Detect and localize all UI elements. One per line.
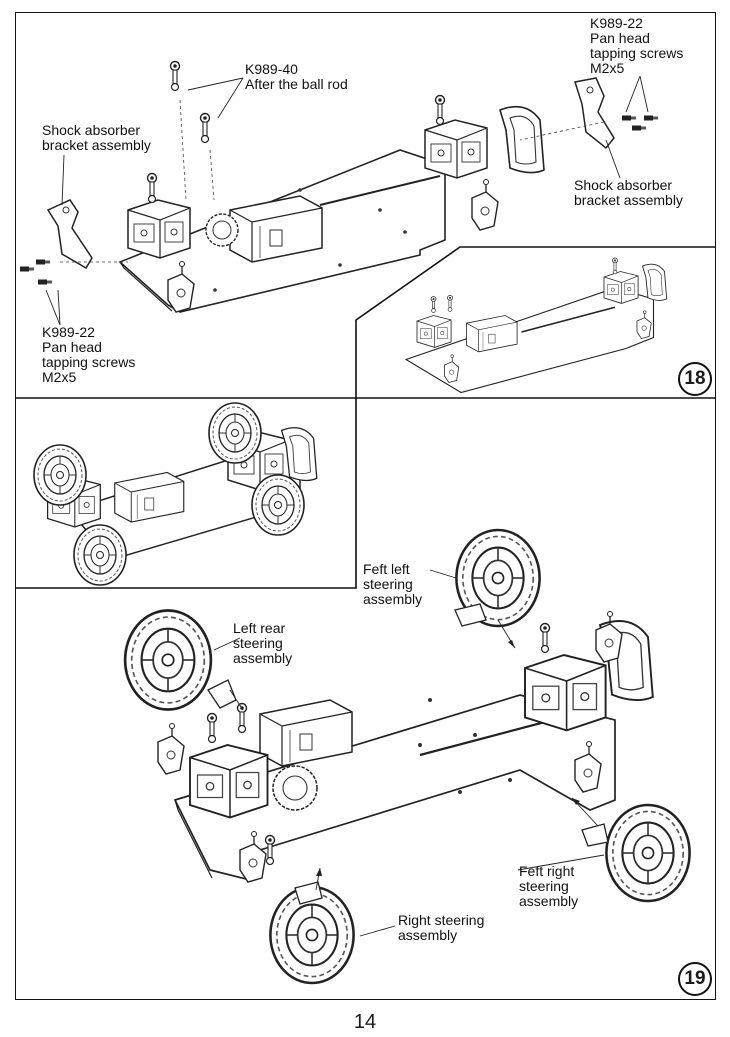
- label-screws-right-line1: K989-22: [590, 15, 643, 31]
- label-screws-left-line2: Pan head: [42, 339, 102, 355]
- step18-result-inset: [404, 257, 668, 394]
- label-right-steering-line2: assembly: [398, 927, 458, 943]
- label-front-right-steering: Feft right steering assembly: [519, 864, 578, 909]
- label-screws-right: K989-22 Pan head tapping screws M2x5: [590, 16, 683, 76]
- label-screws-left-line4: M2x5: [42, 369, 77, 385]
- label-k989-40-line2: After the ball rod: [245, 76, 348, 92]
- label-screws-right-line2: Pan head: [590, 30, 650, 46]
- label-k989-40-line1: K989-40: [245, 61, 298, 77]
- label-shock-right-line1: Shock absorber: [574, 177, 673, 193]
- label-shock-left-line2: bracket assembly: [42, 137, 151, 153]
- label-screws-right-line4: M2x5: [590, 60, 625, 76]
- label-screws-right-line3: tapping screws: [590, 45, 684, 61]
- label-front-left-line2: steering: [363, 576, 413, 592]
- label-front-right-line2: steering: [519, 878, 569, 894]
- panel-dividers: [16, 246, 716, 589]
- label-front-left-line3: assembly: [363, 591, 423, 607]
- label-shock-absorber-left: Shock absorber bracket assembly: [42, 123, 151, 153]
- label-shock-absorber-right: Shock absorber bracket assembly: [574, 178, 683, 208]
- label-front-right-line1: Feft right: [519, 863, 575, 879]
- label-right-steering: Right steering assembly: [398, 913, 484, 943]
- label-left-rear-line1: Left rear: [233, 620, 286, 636]
- label-right-steering-line1: Right steering: [398, 912, 485, 928]
- label-front-right-line3: assembly: [519, 893, 579, 909]
- label-front-left-steering: Feft left steering assembly: [363, 562, 422, 607]
- step-number-badge-19: 19: [678, 962, 712, 996]
- label-k989-40: K989-40 After the ball rod: [245, 62, 348, 92]
- label-left-rear-steering: Left rear steering assembly: [233, 621, 292, 666]
- label-left-rear-line2: steering: [233, 635, 283, 651]
- label-left-rear-line3: assembly: [233, 650, 293, 666]
- label-shock-right-line2: bracket assembly: [574, 192, 683, 208]
- label-shock-left-line1: Shock absorber: [42, 122, 141, 138]
- label-screws-left-line3: tapping screws: [42, 354, 136, 370]
- step18-chassis: [20, 60, 658, 326]
- page-number: 14: [353, 1011, 377, 1033]
- label-screws-left-line1: K989-22: [42, 324, 95, 340]
- completed-car-inset: [33, 402, 318, 586]
- label-front-left-line1: Feft left: [363, 561, 410, 577]
- step19-chassis: [123, 528, 691, 985]
- step-number-badge-18: 18: [678, 362, 712, 396]
- page-frame: [15, 12, 716, 1000]
- label-screws-left: K989-22 Pan head tapping screws M2x5: [42, 325, 135, 385]
